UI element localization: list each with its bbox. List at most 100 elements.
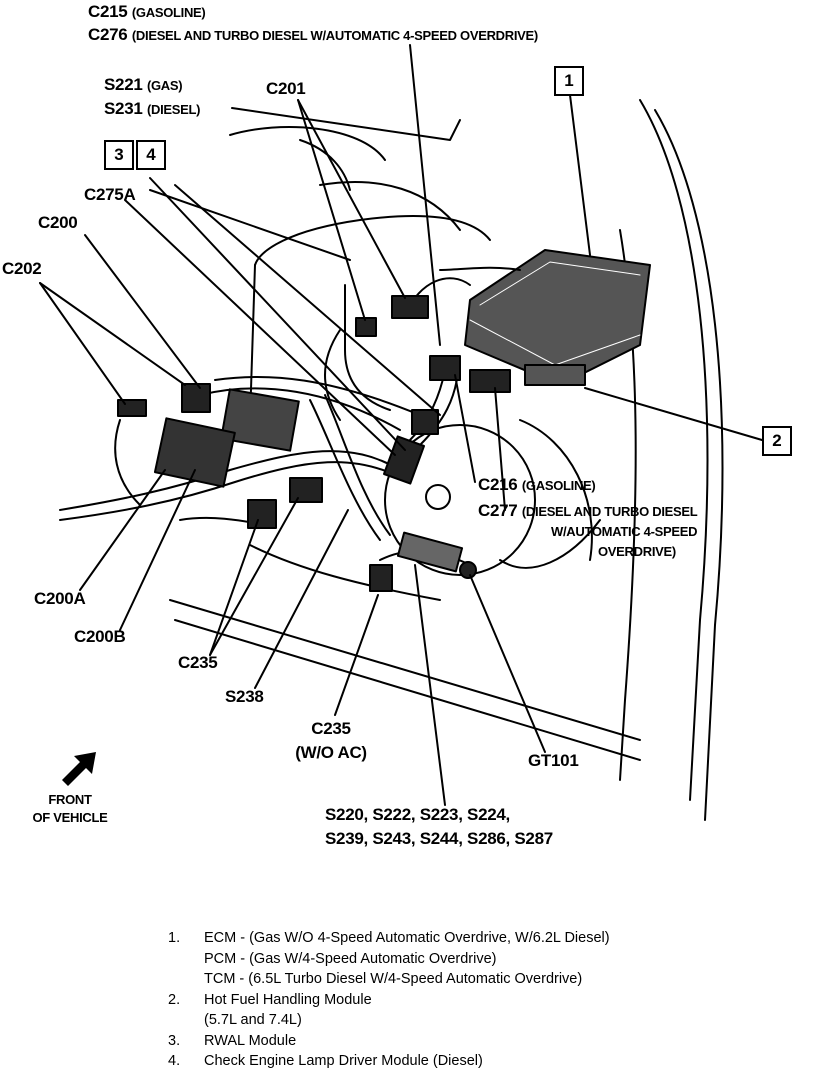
leader-s221 xyxy=(174,184,441,416)
diagram-drawing xyxy=(39,44,763,821)
floor-line xyxy=(169,599,641,741)
label-c275a: C275A xyxy=(84,185,136,204)
callout-box-1: 1 xyxy=(554,66,584,96)
legend-item-2: 2. Hot Fuel Handling Module xyxy=(168,990,610,1011)
body-panel-line xyxy=(654,109,724,821)
label-c277-id: C277 xyxy=(478,501,518,520)
wire-harness xyxy=(324,394,391,536)
label-c276-id: C276 xyxy=(88,25,128,44)
wire-harness xyxy=(114,419,141,506)
label-c201: C201 xyxy=(266,79,306,98)
label-splices-2: S239, S243, S244, S286, S287 xyxy=(325,829,553,848)
ground-gt101 xyxy=(459,561,477,579)
label-c200: C200 xyxy=(38,213,78,232)
connector-c235-woac xyxy=(369,564,393,592)
legend-text: PCM - (Gas W/4-Speed Automatic Overdrive… xyxy=(204,950,497,967)
floor-line xyxy=(249,544,441,601)
label-s221: S221 (GAS) xyxy=(104,75,183,94)
leader-s238 xyxy=(254,509,349,689)
label-c216-id: C216 xyxy=(478,475,518,494)
leader-c235 xyxy=(209,519,259,656)
connector-c275a xyxy=(383,435,425,485)
wire-harness xyxy=(324,329,341,421)
leader-box1 xyxy=(569,94,591,256)
splice-pack xyxy=(396,531,464,573)
connector-c277 xyxy=(469,369,511,393)
legend-text: RWAL Module xyxy=(204,1032,297,1049)
label-c235-woac: C235 xyxy=(311,719,351,738)
label-c200b: C200B xyxy=(74,627,126,646)
callout-box-4: 4 xyxy=(136,140,166,170)
wire-harness xyxy=(309,399,381,541)
leader-c275a xyxy=(124,199,396,456)
blower-hub xyxy=(425,484,451,510)
legend-number: 3. xyxy=(168,1032,181,1049)
leader-c202 xyxy=(39,282,186,386)
label-woac: (W/O AC) xyxy=(295,743,367,762)
label-c216-note: (GASOLINE) xyxy=(521,478,596,493)
wire-harness xyxy=(59,450,401,511)
label-c215-id: C215 xyxy=(88,2,128,21)
engine-cover xyxy=(254,215,491,266)
dash-line xyxy=(149,189,351,261)
label-c276-note: (DIESEL AND TURBO DIESEL W/AUTOMATIC 4-S… xyxy=(131,28,538,43)
label-c276: C276 (DIESEL AND TURBO DIESEL W/AUTOMATI… xyxy=(88,26,538,43)
label-c277: C277 (DIESEL AND TURBO DIESEL xyxy=(478,501,698,520)
leader-splices xyxy=(414,564,446,806)
blower-housing xyxy=(384,424,536,576)
label-c215: C215 (GASOLINE) xyxy=(88,2,206,21)
label-c277-note-3: OVERDRIVE) xyxy=(598,544,676,559)
label-s231: S231 (DIESEL) xyxy=(104,100,200,117)
front-arrow-icon xyxy=(62,752,96,786)
label-c200a: C200A xyxy=(34,589,86,608)
wire-harness xyxy=(439,266,521,271)
leader-c200 xyxy=(84,234,201,389)
label-c216: C216 (GASOLINE) xyxy=(478,475,596,494)
connector-block xyxy=(220,388,300,452)
label-s221-note: (GAS) xyxy=(146,78,183,93)
legend-text: (5.7L and 7.4L) xyxy=(204,1012,302,1028)
label-s238: S238 xyxy=(225,687,264,706)
legend-text: Hot Fuel Handling Module xyxy=(204,991,372,1008)
legend-number: 2. xyxy=(168,991,181,1008)
leader-c200a xyxy=(79,469,166,591)
leader-c235 xyxy=(209,497,299,656)
connector-c200 xyxy=(181,383,211,413)
connector-c201 xyxy=(391,295,429,319)
engine-cover xyxy=(319,181,461,231)
control-module-face xyxy=(479,261,641,306)
legend: 1. ECM - (Gas W/O 4-Speed Automatic Over… xyxy=(168,928,610,1072)
legend-text: ECM - (Gas W/O 4-Speed Automatic Overdri… xyxy=(204,930,610,946)
leader-c201 xyxy=(297,99,366,321)
blower-housing xyxy=(519,419,593,561)
body-panel-line xyxy=(639,99,709,801)
wire-harness xyxy=(214,375,421,416)
dash-line xyxy=(299,139,351,191)
legend-item-4: 4. Check Engine Lamp Driver Module (Dies… xyxy=(168,1051,610,1072)
module-2-body xyxy=(524,364,586,386)
legend-text: Check Engine Lamp Driver Module (Diesel) xyxy=(204,1053,483,1069)
leader-box2 xyxy=(584,387,763,441)
leader-c215 xyxy=(409,44,441,346)
floor-line xyxy=(174,619,641,761)
control-module xyxy=(464,249,651,386)
connector-c235 xyxy=(247,499,277,529)
label-s231-id: S231 xyxy=(104,99,143,118)
engine-cover xyxy=(344,284,391,411)
legend-item-1: 1. ECM - (Gas W/O 4-Speed Automatic Over… xyxy=(168,928,610,949)
legend-number: 4. xyxy=(168,1053,181,1069)
leader-c216 xyxy=(454,374,476,483)
leader-c201 xyxy=(297,99,406,299)
wiring-diagram: C215 (GASOLINE) C276 (DIESEL AND TURBO D… xyxy=(2,2,792,848)
label-splices-1: S220, S222, S223, S224, xyxy=(325,805,510,824)
blower-housing xyxy=(499,519,601,569)
callout-box-2: 2 xyxy=(762,426,792,456)
label-c277-note-1: (DIESEL AND TURBO DIESEL xyxy=(521,504,698,519)
connector-c235 xyxy=(289,477,323,503)
leader-c200b xyxy=(119,469,196,631)
label-c215-note: (GASOLINE) xyxy=(131,5,206,20)
leader-box34 xyxy=(149,177,406,451)
label-s221-id: S221 xyxy=(104,75,143,94)
connector-c202 xyxy=(117,399,147,417)
legend-text: TCM - (6.5L Turbo Diesel W/4-Speed Autom… xyxy=(204,971,583,987)
